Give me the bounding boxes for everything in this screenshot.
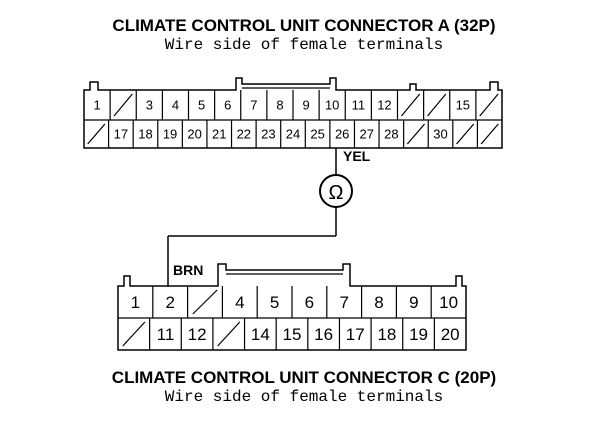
connector-c-outline [117, 263, 467, 351]
a-terminal-26: 26 [335, 127, 349, 142]
c-terminal-6: 6 [305, 293, 314, 312]
ohmmeter-icon [319, 174, 353, 208]
c-terminal-10: 10 [439, 293, 458, 312]
a-terminal-8: 8 [276, 98, 283, 113]
a-terminal-6: 6 [224, 98, 231, 113]
c-terminal-14: 14 [251, 325, 270, 344]
connector-c-subtitle: Wire side of female terminals [164, 388, 444, 406]
a-empty-cavity [406, 123, 426, 145]
c-terminal-8: 8 [374, 293, 383, 312]
a-terminal-25: 25 [310, 127, 324, 142]
c-terminal-15: 15 [283, 325, 302, 344]
test-circuit: YEL Ω BRN [167, 148, 371, 287]
a-terminal-12: 12 [377, 98, 391, 113]
a-empty-cavity [427, 93, 447, 117]
a-empty-cavity [400, 93, 421, 117]
c-terminal-16: 16 [314, 325, 333, 344]
a-terminal-30: 30 [433, 127, 447, 142]
c-terminal-17: 17 [346, 325, 365, 344]
a-terminal-15: 15 [456, 98, 470, 113]
a-terminal-21: 21 [212, 127, 226, 142]
connector-c-row2: 11 12 14 15 16 17 18 19 20 [122, 318, 460, 350]
c-terminal-7: 7 [339, 293, 348, 312]
c-terminal-20: 20 [441, 325, 460, 344]
c-terminal-18: 18 [377, 325, 396, 344]
a-terminal-24: 24 [286, 127, 300, 142]
a-terminal-17: 17 [114, 127, 128, 142]
a-terminal-10: 10 [325, 98, 339, 113]
c-empty-cavity [217, 321, 241, 347]
c-terminal-1: 1 [131, 293, 140, 312]
c-terminal-4: 4 [235, 293, 244, 312]
connector-c-row1: 1 2 4 5 6 7 8 9 10 [131, 286, 458, 318]
a-terminal-11: 11 [352, 98, 366, 113]
a-terminal-3: 3 [146, 98, 153, 113]
a-terminal-27: 27 [360, 127, 374, 142]
connector-a-subtitle: Wire side of female terminals [164, 36, 444, 54]
a-terminal-22: 22 [237, 127, 251, 142]
connector-c-title: CLIMATE CONTROL UNIT CONNECTOR C (20P) [111, 368, 497, 387]
c-terminal-5: 5 [270, 293, 279, 312]
c-empty-cavity [192, 289, 218, 315]
a-terminal-7: 7 [250, 98, 257, 113]
a-empty-cavity [479, 93, 499, 117]
a-terminal-9: 9 [302, 98, 309, 113]
a-terminal-19: 19 [163, 127, 177, 142]
a-terminal-1: 1 [93, 98, 100, 113]
c-terminal-9: 9 [409, 293, 418, 312]
a-terminal-28: 28 [384, 127, 398, 142]
a-terminal-18: 18 [138, 127, 152, 142]
c-terminal-11: 11 [157, 325, 175, 344]
c-empty-cavity [122, 321, 146, 347]
connector-a-title: CLIMATE CONTROL UNIT CONNECTOR A (32P) [112, 16, 496, 35]
a-empty-cavity [87, 123, 106, 145]
brn-wire-label: BRN [173, 262, 203, 278]
a-terminal-23: 23 [261, 127, 275, 142]
c-terminal-19: 19 [409, 325, 428, 344]
a-terminal-5: 5 [198, 98, 205, 113]
a-empty-cavity [480, 123, 499, 145]
c-terminal-12: 12 [188, 325, 207, 344]
connector-a-row2: 17 18 19 20 21 22 23 24 25 26 27 28 30 [87, 120, 499, 148]
a-terminal-20: 20 [187, 127, 201, 142]
connector-a-row1: 1 3 4 5 6 7 8 9 10 11 12 15 [93, 90, 499, 120]
ohm-symbol: Ω [329, 182, 344, 204]
yel-wire-label: YEL [343, 148, 371, 164]
a-empty-cavity [456, 123, 475, 145]
connector-a-outline [83, 77, 503, 149]
a-terminal-4: 4 [172, 98, 179, 113]
a-empty-cavity [113, 93, 133, 117]
connector-a: 1 3 4 5 6 7 8 9 10 11 12 15 17 18 19 20 21 22 23 24 25 26 27 2… [83, 77, 503, 149]
c-terminal-2: 2 [165, 293, 174, 312]
